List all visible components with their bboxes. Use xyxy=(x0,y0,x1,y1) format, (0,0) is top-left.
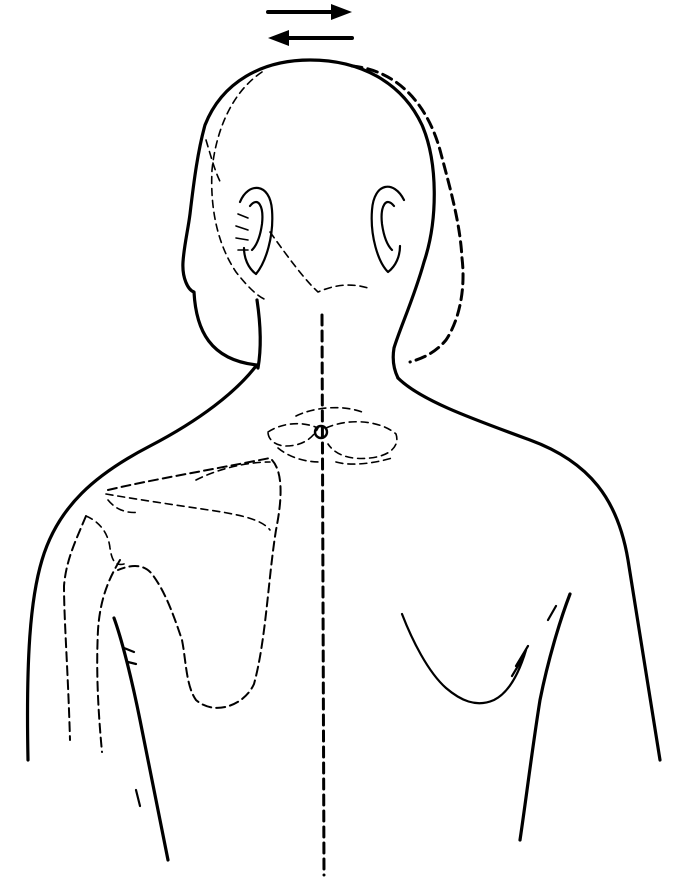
right-ear-inner xyxy=(382,202,394,250)
spine-midline xyxy=(322,315,324,875)
rotated-head-dashed xyxy=(352,66,463,362)
humerus-lateral xyxy=(64,516,86,740)
rotated-face-left xyxy=(212,72,268,300)
lower-left-contour xyxy=(136,790,140,806)
torso-left-outline xyxy=(28,366,256,760)
hairline-left xyxy=(206,140,222,185)
head-outline xyxy=(183,60,434,378)
right-arm-hatch xyxy=(512,606,556,676)
humeral-head xyxy=(86,516,124,564)
clavicle-right xyxy=(326,422,397,459)
left-ear-hatch xyxy=(236,214,248,250)
torso xyxy=(28,366,660,860)
head xyxy=(183,60,434,378)
rotation-arrows xyxy=(268,4,352,46)
right-ear xyxy=(372,187,404,272)
left-ear xyxy=(240,188,272,274)
neck-left-outline xyxy=(257,300,260,368)
clavicle-left xyxy=(268,424,318,446)
left-arm-inner xyxy=(114,618,168,860)
torso-right-outline xyxy=(398,378,660,760)
scapula xyxy=(106,458,281,708)
humerus-medial xyxy=(97,560,120,752)
right-arm-inner xyxy=(520,594,570,840)
right-arrow-icon xyxy=(268,4,352,20)
rotated-head-outline xyxy=(212,66,463,362)
left-ear-inner xyxy=(250,202,262,250)
acromion xyxy=(108,462,270,513)
upper-thorax-outline xyxy=(278,408,392,464)
skull-base-line xyxy=(270,232,368,292)
humerus xyxy=(64,516,124,752)
right-scapula-contour xyxy=(402,614,526,703)
clavicle-region xyxy=(268,408,397,464)
left-arrow-icon xyxy=(268,30,352,46)
scapula-outline xyxy=(108,458,281,708)
